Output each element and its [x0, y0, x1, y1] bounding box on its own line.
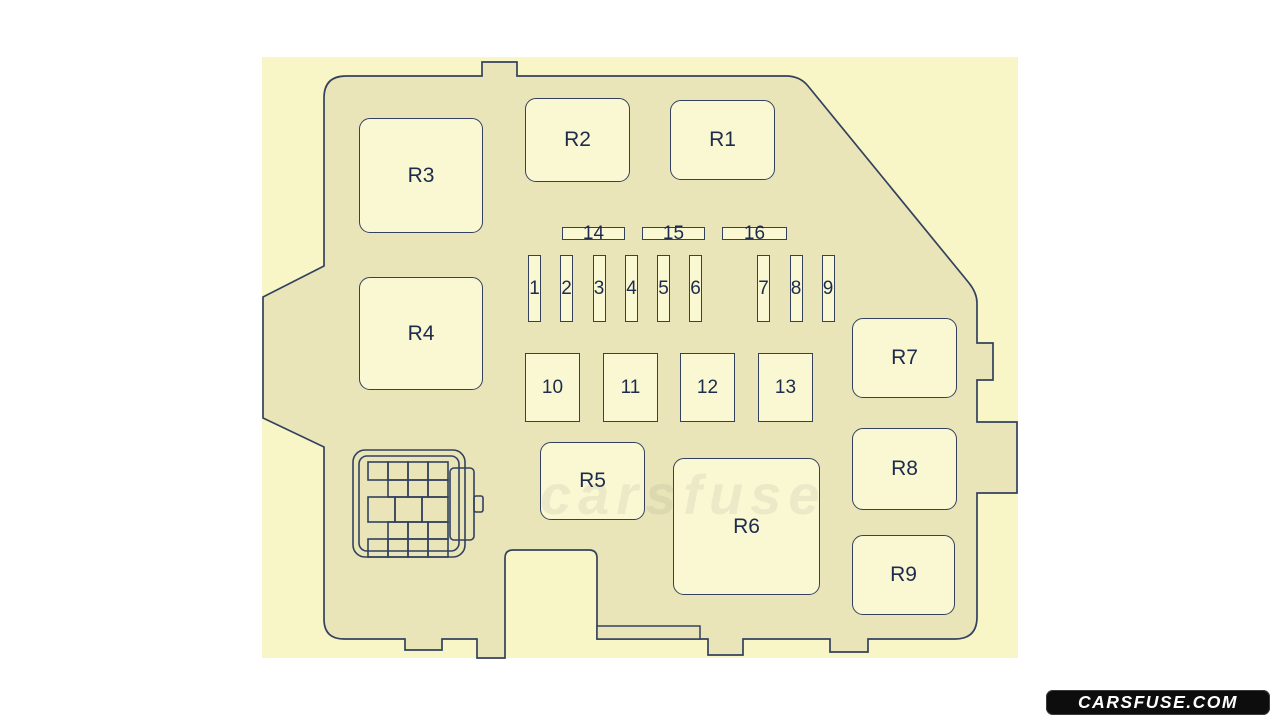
fuse-4: 4 — [625, 255, 638, 322]
relay-R4: R4 — [359, 277, 483, 390]
fuse-2: 2 — [560, 255, 573, 322]
relay-R7: R7 — [852, 318, 957, 398]
fuse-3: 3 — [592, 255, 606, 322]
relay-R2: R2 — [525, 98, 630, 182]
fuse-16: 16 — [722, 223, 787, 244]
carsfuse-watermark-text: CARSFUSE.COM — [1078, 692, 1238, 712]
relay-R9: R9 — [852, 535, 955, 615]
relay-R3: R3 — [359, 118, 483, 233]
relay-R5: R5 — [540, 442, 645, 520]
fuse-11: 11 — [603, 353, 658, 422]
fuse-1: 1 — [528, 255, 541, 322]
fuse-14: 14 — [562, 223, 625, 244]
relay-R6: R6 — [673, 458, 820, 595]
relay-R1: R1 — [670, 100, 775, 180]
fuse-6: 6 — [689, 255, 702, 322]
fuse-10: 10 — [525, 353, 580, 422]
fuse-9: 9 — [821, 255, 835, 322]
relay-R8: R8 — [852, 428, 957, 510]
fuse-8: 8 — [789, 255, 803, 322]
fuse-5: 5 — [657, 255, 670, 322]
fuse-15: 15 — [642, 223, 705, 244]
fuse-13: 13 — [758, 353, 813, 422]
fuse-7: 7 — [757, 255, 770, 322]
carsfuse-watermark-badge: CARSFUSE.COM — [1046, 690, 1270, 715]
fuse-12: 12 — [680, 353, 735, 422]
